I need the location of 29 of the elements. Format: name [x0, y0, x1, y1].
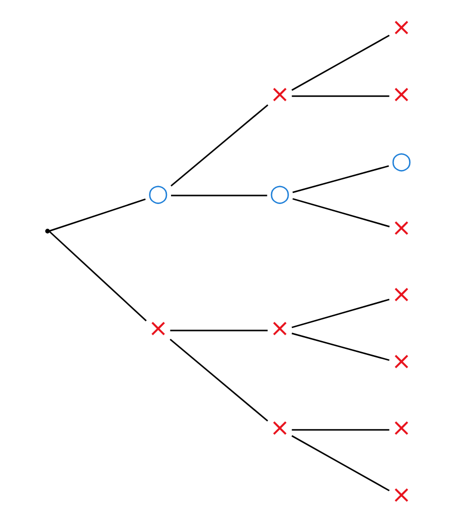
node-text: × [148, 314, 168, 342]
connector [291, 298, 389, 328]
connector [169, 338, 268, 422]
connector [290, 435, 390, 492]
node-text: × [269, 80, 290, 108]
node-point [44, 228, 50, 234]
node-text: × [391, 280, 411, 308]
node-text: ○ [390, 146, 412, 175]
node-text: × [391, 80, 411, 108]
connector [291, 95, 389, 97]
node-text: ○ [268, 179, 290, 208]
node-text: × [391, 213, 411, 242]
connector [290, 34, 390, 91]
node-text: × [391, 480, 411, 508]
node-text: × [391, 346, 411, 375]
connector [170, 194, 267, 196]
connector [170, 104, 268, 187]
connector [48, 230, 146, 322]
node-text: × [391, 414, 411, 442]
node-text: × [269, 314, 290, 342]
node-text: × [269, 414, 290, 442]
connector [291, 332, 389, 361]
node-text: ○ [147, 179, 168, 208]
connector [48, 198, 146, 232]
connector [292, 165, 388, 194]
connector [292, 198, 390, 228]
connector [170, 330, 268, 332]
connector [291, 429, 389, 431]
node-text: × [391, 12, 411, 41]
